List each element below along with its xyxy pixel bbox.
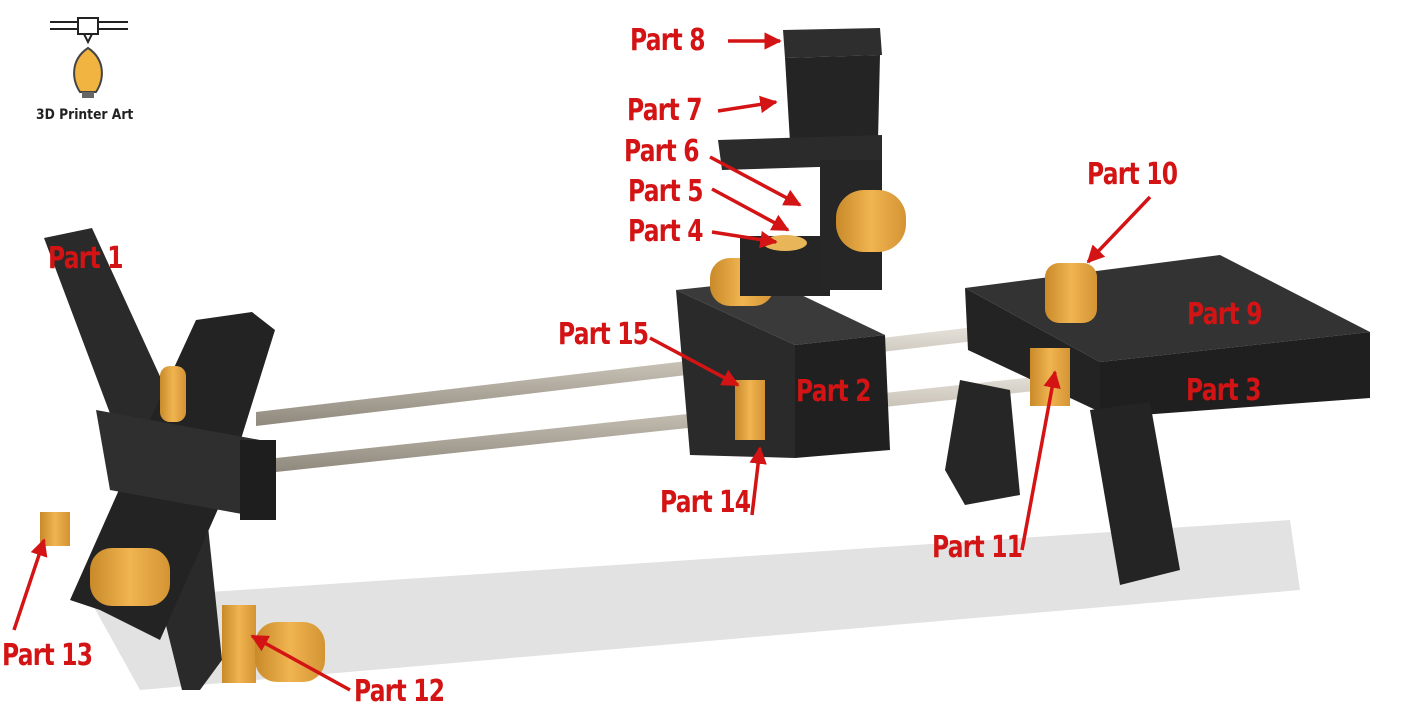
arrow-part-13 bbox=[12, 538, 48, 631]
part-3-base bbox=[945, 255, 1370, 585]
label-part-9: Part 9 bbox=[1187, 297, 1263, 332]
label-part-12: Part 12 bbox=[354, 674, 445, 709]
arrow-part-12 bbox=[250, 634, 351, 692]
callout-arrows bbox=[12, 32, 1152, 692]
part-2-carriage bbox=[676, 235, 890, 458]
label-part-14: Part 14 bbox=[660, 485, 751, 520]
label-part-8: Part 8 bbox=[630, 23, 706, 58]
arrow-part-14 bbox=[749, 446, 767, 516]
arrow-part-5 bbox=[711, 187, 790, 232]
label-part-2: Part 2 bbox=[796, 374, 872, 409]
label-part-6: Part 6 bbox=[624, 134, 700, 169]
label-part-4: Part 4 bbox=[628, 214, 704, 249]
mast-parts bbox=[718, 28, 906, 290]
printer-nozzle-lightbulb-icon bbox=[50, 17, 128, 98]
arrow-part-10 bbox=[1086, 195, 1152, 264]
arrow-part-15 bbox=[649, 336, 740, 387]
label-part-7: Part 7 bbox=[627, 93, 703, 128]
label-part-11: Part 11 bbox=[932, 530, 1023, 565]
label-part-5: Part 5 bbox=[628, 174, 704, 209]
arrow-part-6 bbox=[709, 155, 802, 207]
floor-shadows bbox=[90, 520, 1300, 690]
label-part-10: Part 10 bbox=[1087, 157, 1178, 192]
arrow-part-4 bbox=[711, 230, 778, 249]
part-1-frame bbox=[40, 228, 325, 690]
label-part-1: Part 1 bbox=[48, 241, 124, 276]
label-part-3: Part 3 bbox=[1186, 373, 1262, 408]
arrow-part-7 bbox=[717, 95, 778, 114]
label-part-13: Part 13 bbox=[2, 638, 93, 673]
label-part-15: Part 15 bbox=[558, 317, 649, 352]
logo-text: 3D Printer Art bbox=[36, 107, 134, 123]
arrow-part-11 bbox=[1020, 370, 1061, 551]
